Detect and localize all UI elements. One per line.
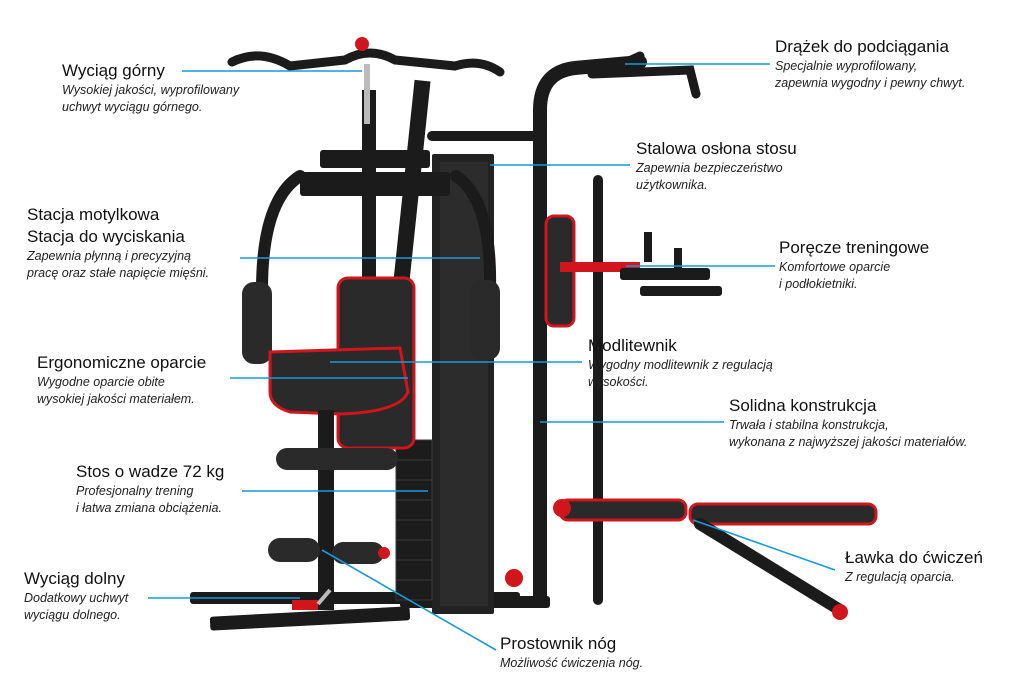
callout-title: Wyciąg dolny [24,569,125,588]
callout-desc: Wygodne oparcie obite [37,375,165,389]
callout-title: Modlitewnik [588,336,677,355]
callout-desc: wyciągu dolnego. [24,608,121,622]
butterfly-arms [256,170,497,296]
dip-station [544,214,722,328]
callout-desc: i podłokietniki. [779,277,858,291]
callout-desc: Komfortowe oparcie [779,260,891,274]
callout-oslona: Stalowa osłona stosu Zapewnia bezpieczeń… [636,138,797,194]
weight-stack [395,439,433,601]
line-prostownik [321,549,497,651]
lat-bar [227,48,505,77]
callout-drazek: Drążek do podciągania Specjalnie wyprofi… [775,36,965,92]
callout-desc: użytkownika. [636,178,708,192]
pullup-tower [427,51,701,607]
callout-porecze: Poręcze treningowe Komfortowe oparcie i … [779,237,929,293]
callout-desc: wysokiej jakości materiałem. [37,392,195,406]
callout-stacja: Stacja motylkowa Stacja do wyciskania Za… [27,204,209,282]
callout-title: Stacja motylkowa [27,205,160,224]
callout-desc: pracę oraz stałe napięcie mięśni. [27,266,210,280]
callout-desc: wysokości. [588,375,649,389]
callout-title: Ławka do ćwiczeń [845,548,983,567]
stack-guard [432,154,494,614]
callout-stos: Stos o wadze 72 kg Profesjonalny trening… [76,461,224,517]
callout-desc: zapewnia wygodny i pewny chwyt. [775,76,966,90]
callout-desc: Trwała i stabilna konstrukcja, [729,418,889,432]
callout-lawka: Ławka do ćwiczeń Z regulacją oparcia. [845,547,983,586]
leg-rollers [268,448,398,564]
callout-desc: wykonana z najwyższej jakości materiałów… [729,435,968,449]
cable-chain [364,64,370,124]
central-column [300,79,450,321]
callout-title: Wyciąg górny [62,61,165,80]
callout-desc: Z regulacją oparcia. [845,570,955,584]
callout-desc: i łatwa zmiana obciążenia. [76,501,222,515]
callout-lines [148,63,836,651]
callout-oparcie: Ergonomiczne oparcie Wygodne oparcie obi… [37,352,206,408]
callout-wyciag-gorny: Wyciąg górny Wysokiej jakości, wyprofilo… [62,60,239,116]
callout-modlitewnik: Modlitewnik Wygodny modlitewnik z regula… [588,335,773,391]
line-lawka [692,519,836,571]
machine-drawing [190,37,878,631]
callout-title: Prostownik nóg [500,634,617,653]
callout-desc: Wygodny modlitewnik z regulacją [588,358,773,372]
callout-desc: Profesjonalny trening [76,484,194,498]
callout-title: Stalowa osłona stosu [636,139,797,158]
callout-title: Stacja do wyciskania [27,227,185,246]
bench [505,498,878,620]
callout-desc: Specjalnie wyprofilowany, [775,59,918,73]
callout-title: Poręcze treningowe [779,238,930,257]
callout-desc: Zapewnia bezpieczeństwo [636,161,783,175]
callout-desc: Dodatkowy uchwyt [24,591,129,605]
left-arm-pad [242,282,272,364]
callout-title: Solidna konstrukcja [729,396,877,415]
seat [268,346,410,416]
low-pulley [292,588,332,610]
callout-prostownik: Prostownik nóg Możliwość ćwiczenia nóg. [500,633,643,672]
right-arm-pad [470,280,500,360]
callout-desc: Możliwość ćwiczenia nóg. [500,656,644,670]
callout-desc: uchwyt wyciągu górnego. [62,100,203,114]
seat-post [318,410,334,610]
callout-title: Ergonomiczne oparcie [37,353,207,372]
callout-desc: Zapewnia płynną i precyzyjną [27,249,191,263]
callout-title: Drążek do podciągania [775,37,949,56]
callout-desc: Wysokiej jakości, wyprofilowany [62,83,240,97]
callout-konstrukcja: Solidna konstrukcja Trwała i stabilna ko… [729,395,967,451]
callout-title: Stos o wadze 72 kg [76,462,225,481]
callout-wyciag-dolny: Wyciąg dolny Dodatkowy uchwyt wyciągu do… [24,568,128,624]
